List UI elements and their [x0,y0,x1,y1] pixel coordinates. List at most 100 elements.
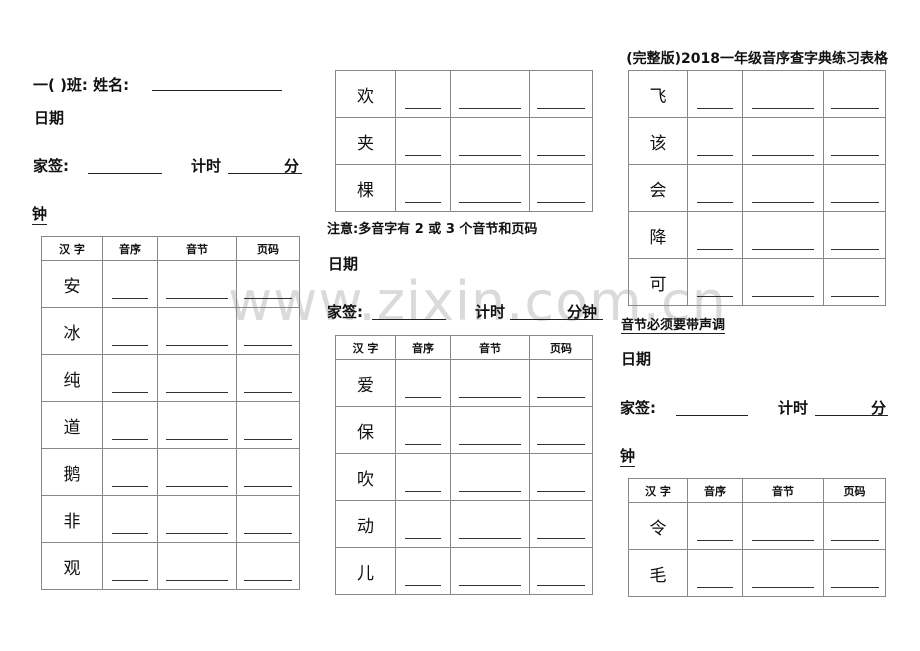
syllable-blank[interactable] [459,383,521,398]
column-header: 页码 [236,236,300,261]
initial-blank[interactable] [112,519,148,534]
initial-blank[interactable] [405,571,441,586]
initial-cell [102,307,158,355]
sign-field[interactable] [372,319,446,320]
initial-blank[interactable] [112,331,148,346]
timer-field[interactable] [510,319,603,320]
initial-blank[interactable] [405,524,441,539]
minute-clock-label: 分钟 [567,303,598,321]
class-name-label: 一( )班: 姓名: [33,76,130,94]
document-title: (完整版)2018一年级音序查字典练习表格 [626,51,888,67]
syllable-blank[interactable] [459,524,521,539]
syllable-cell [157,448,237,496]
syllable-cell [742,258,824,306]
initial-blank[interactable] [112,425,148,440]
syllable-blank[interactable] [752,141,814,156]
initial-blank[interactable] [112,284,148,299]
initial-cell [687,258,743,306]
syllable-blank[interactable] [752,188,814,203]
page-blank[interactable] [830,188,879,203]
initial-blank[interactable] [697,141,733,156]
syllable-cell [742,549,824,597]
page-blank[interactable] [244,472,292,487]
page-cell [236,401,300,449]
initial-blank[interactable] [405,188,441,203]
syllable-blank[interactable] [166,425,228,440]
page-blank[interactable] [244,331,292,346]
hanzi-cell: 纯 [41,354,103,402]
page-blank[interactable] [244,519,292,534]
initial-blank[interactable] [405,141,441,156]
syllable-blank[interactable] [752,94,814,109]
timer-field[interactable] [228,173,302,174]
syllable-blank[interactable] [459,188,521,203]
syllable-blank[interactable] [459,141,521,156]
syllable-blank[interactable] [459,94,521,109]
sign-field[interactable] [676,415,748,416]
syllable-blank[interactable] [752,235,814,250]
syllable-blank[interactable] [752,526,814,541]
sign-field[interactable] [88,173,162,174]
initial-cell [395,164,451,212]
initial-blank[interactable] [405,383,441,398]
syllable-blank[interactable] [166,519,228,534]
initial-blank[interactable] [697,573,733,588]
hanzi-cell: 鹅 [41,448,103,496]
table-row: 夹 [335,117,593,165]
initial-blank[interactable] [697,526,733,541]
page-blank[interactable] [537,188,585,203]
page-blank[interactable] [244,284,292,299]
syllable-blank[interactable] [459,477,521,492]
page-blank[interactable] [830,282,879,297]
page-cell [529,406,593,454]
initial-blank[interactable] [405,94,441,109]
page-blank[interactable] [244,378,292,393]
syllable-blank[interactable] [166,378,228,393]
page-blank[interactable] [244,425,292,440]
page-blank[interactable] [830,573,879,588]
syllable-cell [742,117,824,165]
initial-blank[interactable] [112,566,148,581]
initial-blank[interactable] [405,477,441,492]
table-row: 鹅 [41,448,300,496]
page-blank[interactable] [537,383,585,398]
page-blank[interactable] [537,141,585,156]
initial-blank[interactable] [405,430,441,445]
name-field[interactable] [152,90,282,91]
syllable-blank[interactable] [166,331,228,346]
tone-note: 音节必须要带声调 [621,314,726,334]
page-blank[interactable] [537,430,585,445]
table-row: 儿 [335,547,593,595]
hanzi-cell: 飞 [628,70,688,118]
page-blank[interactable] [537,571,585,586]
page-blank[interactable] [830,235,879,250]
syllable-blank[interactable] [752,282,814,297]
page-blank[interactable] [537,94,585,109]
page-blank[interactable] [830,526,879,541]
initial-blank[interactable] [697,235,733,250]
syllable-blank[interactable] [166,472,228,487]
syllable-cell [742,502,824,550]
syllable-blank[interactable] [752,573,814,588]
page-blank[interactable] [244,566,292,581]
syllable-blank[interactable] [459,571,521,586]
syllable-blank[interactable] [166,566,228,581]
initial-cell [395,500,451,548]
syllable-cell [157,354,237,402]
timer-field[interactable] [815,415,888,416]
initial-blank[interactable] [112,378,148,393]
initial-blank[interactable] [697,188,733,203]
initial-blank[interactable] [112,472,148,487]
syllable-cell [742,70,824,118]
initial-blank[interactable] [697,282,733,297]
hanzi-cell: 观 [41,542,103,590]
page-blank[interactable] [830,141,879,156]
page-blank[interactable] [537,524,585,539]
syllable-cell [742,211,824,259]
syllable-blank[interactable] [166,284,228,299]
hanzi-cell: 降 [628,211,688,259]
initial-blank[interactable] [697,94,733,109]
syllable-blank[interactable] [459,430,521,445]
page-blank[interactable] [537,477,585,492]
page-blank[interactable] [830,94,879,109]
